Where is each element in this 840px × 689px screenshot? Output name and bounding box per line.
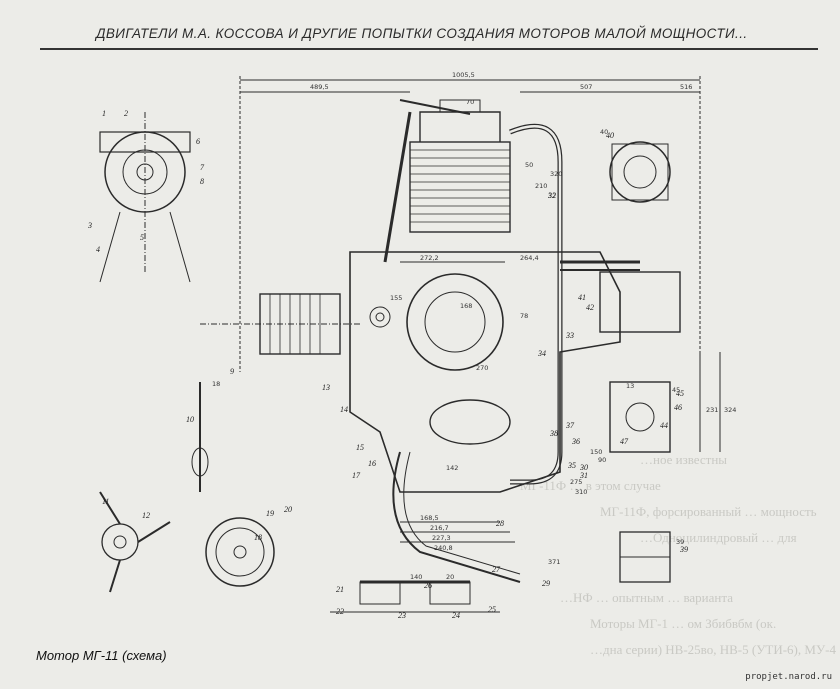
callout-37: 37	[565, 421, 575, 430]
dim-50: 50	[525, 161, 533, 169]
callout-21: 21	[336, 585, 344, 594]
callout-36: 36	[571, 437, 580, 446]
dim-20: 20	[446, 573, 454, 581]
dim-39: 39	[676, 538, 684, 546]
bleed-line: МГ-11Ф, форсированный … мощность	[600, 504, 817, 519]
watermark: propjet.narod.ru	[745, 672, 832, 682]
callout-25: 25	[488, 605, 496, 614]
engine-schematic: 1005,5 489,5 507 516 70 50 320 210 32 27…	[87, 71, 736, 620]
dim-320: 320	[550, 170, 562, 178]
bleed-line: …ное известны	[640, 452, 728, 467]
callout-29: 29	[542, 579, 550, 588]
callout-35: 35	[567, 461, 576, 470]
dim-310: 310	[575, 488, 587, 496]
callout-13: 13	[322, 383, 330, 392]
callout-2: 2	[124, 109, 128, 118]
dim-1005-5: 1005,5	[452, 71, 475, 79]
callout-28: 28	[496, 519, 504, 528]
dim-45: 45	[672, 386, 680, 394]
running-header: ДВИГАТЕЛИ М.А. КОССОВА И ДРУГИЕ ПОПЫТКИ …	[96, 26, 748, 41]
dim-78: 78	[520, 312, 528, 320]
callout-9: 9	[230, 367, 234, 376]
callout-22: 22	[336, 607, 344, 616]
callout-18: 18	[254, 533, 262, 542]
callout-44: 44	[660, 421, 668, 430]
callout-8: 8	[200, 177, 204, 186]
dim-142: 142	[446, 464, 458, 472]
dim-324: 324	[724, 406, 736, 414]
bleed-line: Моторы МГ-1 … ом Збибвбм (ок.	[590, 616, 777, 631]
callout-32: 32	[547, 191, 556, 200]
bleed-line: МГ-11Ф … в этом случае	[520, 478, 661, 493]
dim-13: 13	[626, 382, 634, 390]
dim-275: 275	[570, 478, 582, 486]
dim-140: 140	[410, 573, 422, 581]
callout-31: 31	[579, 471, 588, 480]
dim-272-2: 272,2	[420, 254, 439, 262]
dim-168: 168	[460, 302, 472, 310]
dim-70: 70	[466, 98, 474, 106]
callout-16: 16	[368, 459, 376, 468]
dim-210: 210	[535, 182, 547, 190]
dim-216-7: 216,7	[430, 524, 449, 532]
callout-40: 40	[606, 131, 614, 140]
callout-42: 42	[586, 303, 594, 312]
dim-32: 32	[548, 192, 556, 200]
dim-150: 150	[590, 448, 602, 456]
callout-45: 45	[676, 389, 684, 398]
callout-24: 24	[452, 611, 460, 620]
dim-240-8: 240,8	[434, 544, 453, 552]
callout-3: 3	[87, 221, 92, 230]
callout-15: 15	[356, 443, 364, 452]
dim-168-5: 168,5	[420, 514, 439, 522]
callout-33: 33	[565, 331, 574, 340]
callout-23: 23	[398, 611, 406, 620]
callout-41: 41	[578, 293, 586, 302]
bleed-line: …НФ … опытным … варианта	[560, 590, 733, 605]
callout-26: 26	[424, 581, 432, 590]
dim-516: 516	[680, 83, 692, 91]
callout-5: 5	[140, 233, 144, 242]
dim-264-4: 264,4	[520, 254, 539, 262]
dim-489-5: 489,5	[310, 83, 329, 91]
dim-270: 270	[476, 364, 488, 372]
callout-38: 38	[549, 429, 558, 438]
dim-18: 18	[212, 380, 220, 388]
dim-371: 371	[548, 558, 560, 566]
callout-39: 39	[679, 545, 688, 554]
callout-20: 20	[284, 505, 292, 514]
callout-10: 10	[186, 415, 194, 424]
callout-46: 46	[674, 403, 682, 412]
callout-14: 14	[340, 405, 348, 414]
header-rule	[40, 48, 818, 50]
callout-11: 11	[102, 497, 109, 506]
callout-17: 17	[352, 471, 361, 480]
callout-30: 30	[579, 463, 588, 472]
callout-7: 7	[200, 163, 205, 172]
figure-caption: Мотор МГ-11 (схема)	[36, 648, 167, 663]
callout-1: 1	[102, 109, 106, 118]
callout-27: 27	[492, 565, 501, 574]
callout-19: 19	[266, 509, 274, 518]
dim-155: 155	[390, 294, 402, 302]
bleed-line: …дна серии) НВ-25во, НВ-5 (УТИ-6), МУ-4	[590, 642, 836, 657]
dim-227-3: 227,3	[432, 534, 451, 542]
dim-231: 231	[706, 406, 718, 414]
callout-12: 12	[142, 511, 150, 520]
callout-6: 6	[196, 137, 200, 146]
dim-90: 90	[598, 456, 606, 464]
callout-47: 47	[620, 437, 629, 446]
dim-40: 40	[600, 128, 608, 136]
callout-4: 4	[96, 245, 100, 254]
bleed-line: …Одноцилиндровый … для	[640, 530, 797, 545]
dim-507: 507	[580, 83, 592, 91]
callout-34: 34	[537, 349, 546, 358]
